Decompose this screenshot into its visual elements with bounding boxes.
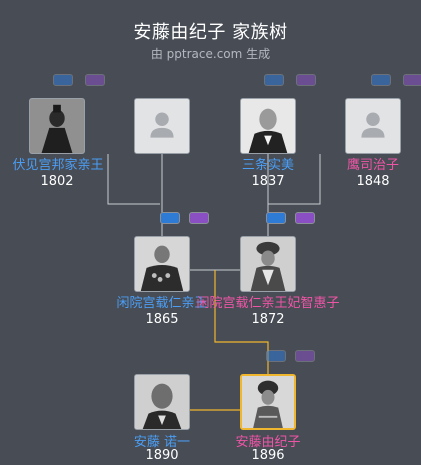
portrait-photo: [135, 237, 189, 291]
mother-branch-toggle[interactable]: [295, 350, 315, 362]
mother-branch-toggle[interactable]: [295, 212, 315, 224]
person-birth-year: 1802: [40, 174, 74, 189]
person-birth-year: 1872: [251, 312, 285, 327]
page-subtitle: 由 pptrace.com 生成: [150, 47, 271, 61]
page-title: 安藤由纪子 家族树: [133, 22, 288, 43]
portrait-photo: [241, 99, 295, 153]
person-name: 鹰司治子: [346, 158, 399, 173]
mother-branch-toggle[interactable]: [296, 74, 316, 86]
person-name: 闲院宫载仁亲王: [116, 296, 208, 311]
mother-branch-toggle[interactable]: [403, 74, 421, 86]
person-birth-year: 1896: [251, 448, 285, 463]
portrait-photo: [135, 375, 189, 429]
person-birth-year: 1865: [145, 312, 179, 327]
father-branch-toggle[interactable]: [53, 74, 73, 86]
person-name: 三条实美: [241, 158, 294, 173]
connector-line: [267, 154, 321, 205]
father-branch-toggle[interactable]: [266, 350, 286, 362]
person-name: 安藤由纪子: [235, 435, 301, 450]
father-branch-toggle[interactable]: [160, 212, 180, 224]
person-card-kanin[interactable]: [134, 236, 190, 292]
person-name: 伏见宫邦家亲王: [12, 158, 104, 173]
portrait-photo: [242, 376, 294, 428]
portrait-photo: [241, 237, 295, 291]
father-branch-toggle[interactable]: [371, 74, 391, 86]
person-card-fushimi[interactable]: [29, 98, 85, 154]
portrait-photo: [30, 99, 84, 153]
placeholder-avatar-icon: [135, 99, 189, 153]
father-branch-toggle[interactable]: [266, 212, 286, 224]
person-birth-year: 1890: [145, 448, 179, 463]
mother-branch-toggle[interactable]: [85, 74, 105, 86]
father-branch-toggle[interactable]: [264, 74, 284, 86]
connector-line: [107, 154, 160, 205]
person-card-chieko[interactable]: [240, 236, 296, 292]
person-card-ando[interactable]: [134, 374, 190, 430]
placeholder-avatar-icon: [346, 99, 400, 153]
person-card-yukiko[interactable]: [240, 374, 296, 430]
person-birth-year: 1837: [251, 174, 285, 189]
mother-branch-toggle[interactable]: [189, 212, 209, 224]
person-birth-year: 1848: [356, 174, 390, 189]
person-card-takatsukasa[interactable]: [345, 98, 401, 154]
person-card-sanjo[interactable]: [240, 98, 296, 154]
person-card-unknown[interactable]: [134, 98, 190, 154]
person-name: 安藤 诺一: [133, 435, 191, 450]
person-name: 闲院宫载仁亲王妃智惠子: [196, 296, 340, 311]
